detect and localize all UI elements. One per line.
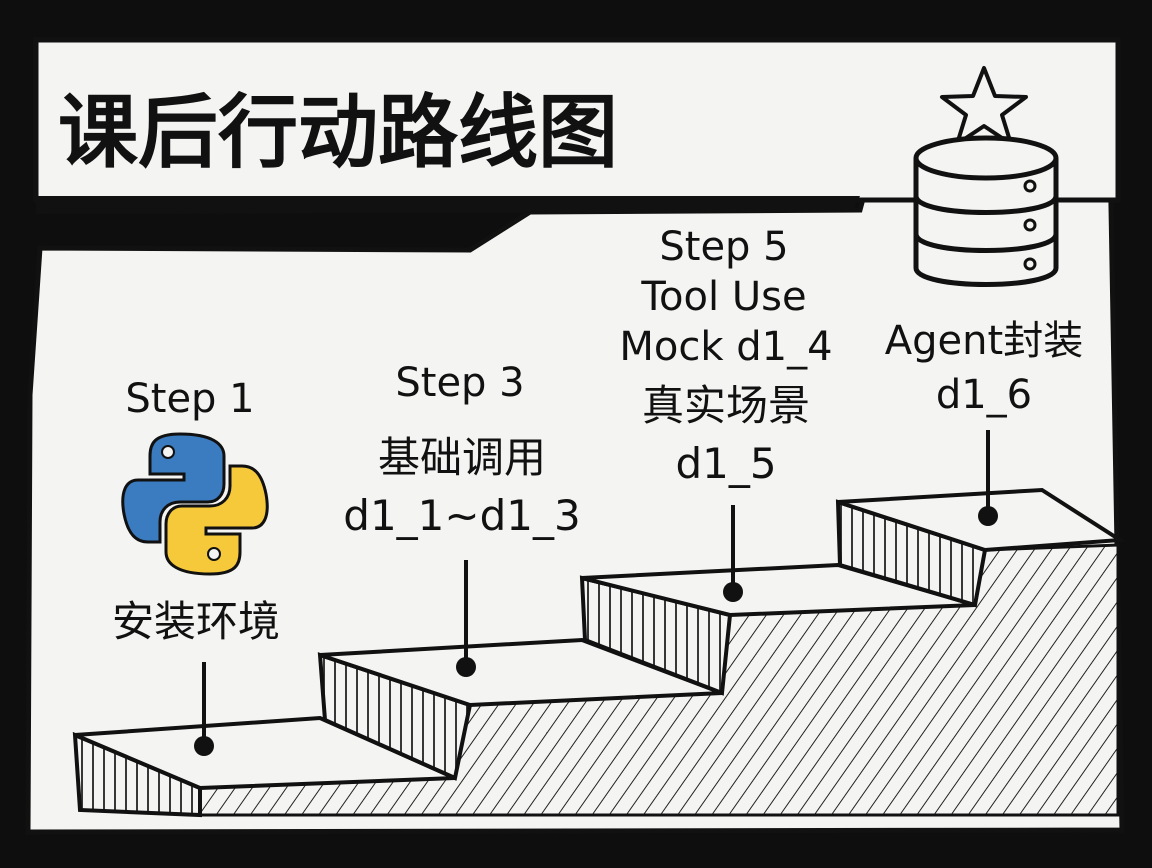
python-logo-icon <box>121 432 269 576</box>
step-1-text: 安装环境 <box>112 597 280 646</box>
step-1-heading: Step 1 <box>125 376 254 422</box>
page-title: 课后行动路线图 <box>58 86 618 179</box>
step-5-line-2: Mock d1_4 <box>619 324 832 370</box>
pin-step-1 <box>194 662 214 756</box>
step-3-heading: Step 3 <box>395 360 524 406</box>
database-star-icon <box>913 66 1059 287</box>
step-1-label: Step 1 安装环境 <box>112 376 280 646</box>
step-5-line-3: 真实场景 <box>642 381 810 430</box>
final-step-label: Agent封装 d1_6 <box>885 318 1083 418</box>
pin-step-3 <box>723 505 743 602</box>
staircase <box>72 487 1127 818</box>
step-5-heading: Step 5 <box>659 224 788 270</box>
step-5-line-4: d1_5 <box>675 439 776 488</box>
stair-step-1 <box>72 715 456 818</box>
pin-step-2 <box>456 560 476 677</box>
step-5-line-1: Tool Use <box>640 274 806 320</box>
step-5-label: Step 5 Tool Use Mock d1_4 真实场景 d1_5 <box>619 224 832 488</box>
final-step-line-2: d1_6 <box>936 372 1032 418</box>
step-3-line-2: d1_1~d1_3 <box>343 491 580 540</box>
step-3-line-1: 基础调用 <box>378 433 546 482</box>
step-3-label: Step 3 基础调用 d1_1~d1_3 <box>343 360 580 540</box>
pin-step-4 <box>978 430 998 526</box>
final-step-line-1: Agent封装 <box>885 318 1083 364</box>
